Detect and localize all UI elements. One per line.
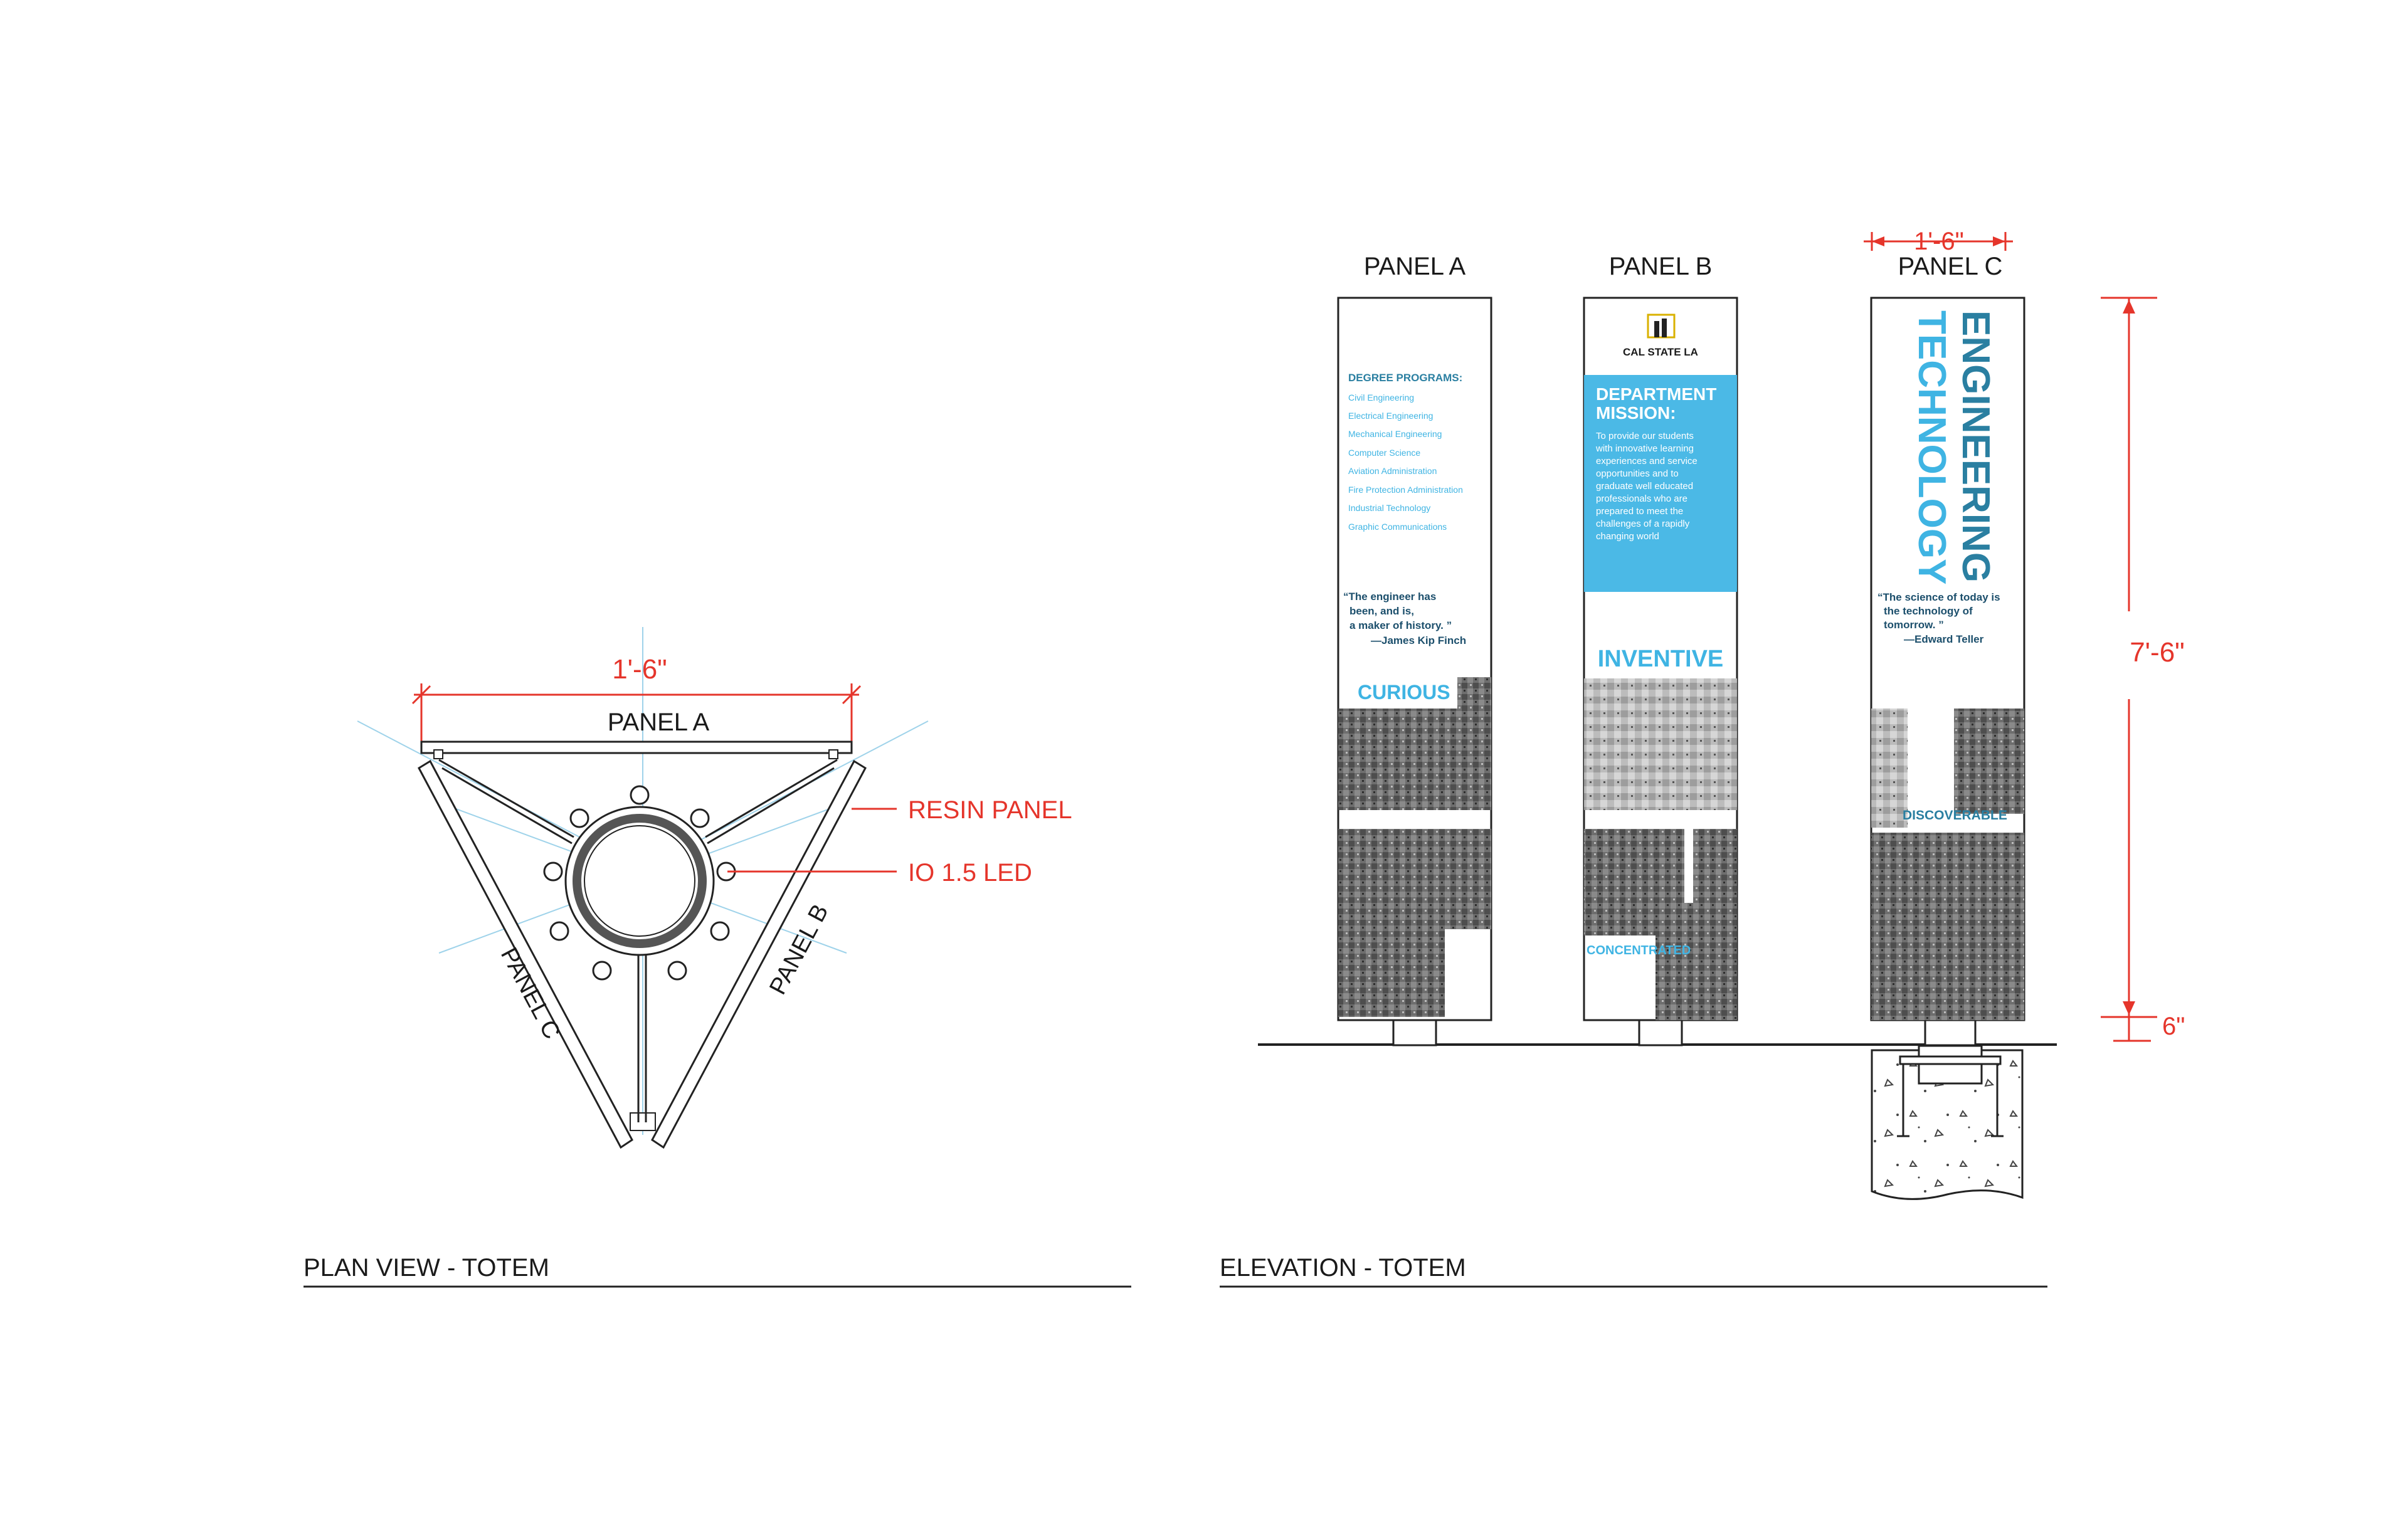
mission-line: opportunities and to — [1596, 468, 1679, 479]
elevation-panel-a: DEGREE PROGRAMS: Civil Engineering Elect… — [1337, 297, 1492, 1021]
cal-state-la-logo: CAL STATE LA — [1623, 314, 1698, 358]
program-item: Mechanical Engineering — [1348, 429, 1442, 439]
post-panel-c — [1924, 1019, 1977, 1046]
elevation-title: ELEVATION - TOTEM — [1220, 1254, 1466, 1282]
mission-line: challenges of a rapidly — [1596, 519, 1690, 529]
plan-view: 1'-6" PANEL A — [304, 627, 1131, 1288]
plan-callouts: RESIN PANEL IO 1.5 LED — [727, 796, 1072, 887]
program-item: Aviation Administration — [1348, 466, 1437, 476]
panel-a-programs-heading: DEGREE PROGRAMS: — [1348, 372, 1462, 384]
mission-line: graduate well educated — [1596, 481, 1693, 492]
quote-line: a maker of history. ” — [1349, 619, 1452, 631]
quote-line: been, and is, — [1349, 605, 1414, 617]
callout-resin-panel: RESIN PANEL — [908, 796, 1072, 824]
elev-base-dim-label: 6" — [2162, 1013, 2185, 1040]
panel-b-word-inventive: INVENTIVE — [1598, 646, 1724, 672]
program-item: Civil Engineering — [1348, 393, 1414, 403]
callout-io-led: IO 1.5 LED — [908, 859, 1032, 887]
mission-line: changing world — [1596, 531, 1659, 542]
cal-state-la-wordmark: CAL STATE LA — [1623, 346, 1698, 358]
photo — [1656, 903, 1737, 1020]
elev-panel-a-label: PANEL A — [1364, 253, 1466, 280]
mission-heading: DEPARTMENT — [1596, 384, 1716, 404]
quote-author: —James Kip Finch — [1371, 635, 1466, 646]
elevation-panel-c: ENGINEERING TECHNOLOGY “The science of t… — [1870, 297, 2025, 1021]
plan-panel-c — [418, 759, 633, 1149]
quote-line: the technology of — [1884, 605, 1973, 617]
plan-panel-b — [651, 759, 867, 1149]
panel-a-quote: “The engineer has been, and is, a maker … — [1343, 591, 1466, 646]
photo — [1584, 678, 1737, 810]
plan-panel-a-label: PANEL A — [608, 709, 710, 736]
mission-line: with innovative learning — [1595, 443, 1694, 454]
elev-width-dim-label: 1'-6" — [1914, 228, 1964, 255]
mission-text: To provide our students with innovative … — [1595, 431, 1698, 542]
plan-width-dim-label: 1'-6" — [612, 654, 667, 685]
elev-height-dim-label: 7'-6" — [2130, 637, 2185, 668]
elev-panel-b-label: PANEL B — [1609, 253, 1713, 280]
elev-width-dimension: 1'-6" — [1864, 228, 2013, 255]
post-panel-b — [1638, 1019, 1683, 1046]
mission-line: To provide our students — [1596, 431, 1694, 441]
photo — [1457, 677, 1491, 810]
photo — [1871, 833, 2024, 1020]
panel-a-word-curious: CURIOUS — [1358, 681, 1450, 703]
program-item: Electrical Engineering — [1348, 411, 1433, 421]
plan-struts — [438, 759, 838, 1122]
panel-c-title-engineering: ENGINEERING — [1954, 310, 1997, 582]
mission-line: experiences and service — [1596, 456, 1698, 466]
elev-height-dimension: 7'-6" 6" — [2101, 297, 2185, 1042]
panel-c-quote: “The science of today is the technology … — [1877, 591, 2000, 645]
photo — [1954, 709, 2024, 814]
mission-box — [1584, 375, 1737, 592]
panel-b-word-concentrated: CONCENTRATED — [1587, 944, 1691, 957]
photo — [1871, 709, 1908, 828]
mission-heading: MISSION: — [1596, 403, 1676, 423]
photo — [1407, 929, 1445, 1017]
panel-c-word-discoverable: DISCOVERABLE — [1903, 808, 2007, 823]
photo — [1407, 829, 1491, 929]
program-item: Industrial Technology — [1348, 503, 1430, 513]
plan-panel-a — [420, 740, 853, 759]
program-item: Fire Protection Administration — [1348, 485, 1463, 495]
mission-line: professionals who are — [1596, 493, 1687, 504]
elev-panel-c-label: PANEL C — [1898, 253, 2003, 280]
program-item: Graphic Communications — [1348, 522, 1447, 532]
plan-led-ring — [543, 785, 736, 981]
post-panel-a — [1392, 1019, 1437, 1046]
elevation-panel-b: CAL STATE LA DEPARTMENT MISSION: To prov… — [1583, 297, 1738, 1021]
quote-line: “The science of today is — [1877, 591, 2000, 603]
quote-line: “The engineer has — [1343, 591, 1436, 603]
elevation-view: PANEL A PANEL B PANEL C 1'-6" 7'-6" 6" — [1220, 228, 2185, 1288]
photo — [1338, 829, 1407, 1017]
quote-author: —Edward Teller — [1904, 633, 1984, 645]
mission-line: prepared to meet the — [1596, 506, 1683, 517]
panel-a-program-list: Civil Engineering Electrical Engineering… — [1348, 393, 1463, 532]
quote-line: tomorrow. ” — [1884, 619, 1944, 631]
concrete-footing — [1871, 1045, 2024, 1200]
photo — [1338, 709, 1457, 810]
plan-view-title: PLAN VIEW - TOTEM — [304, 1254, 549, 1282]
plan-width-dimension: 1'-6" — [411, 654, 862, 752]
panel-c-title-technology: TECHNOLOGY — [1910, 310, 1953, 584]
program-item: Computer Science — [1348, 448, 1420, 458]
